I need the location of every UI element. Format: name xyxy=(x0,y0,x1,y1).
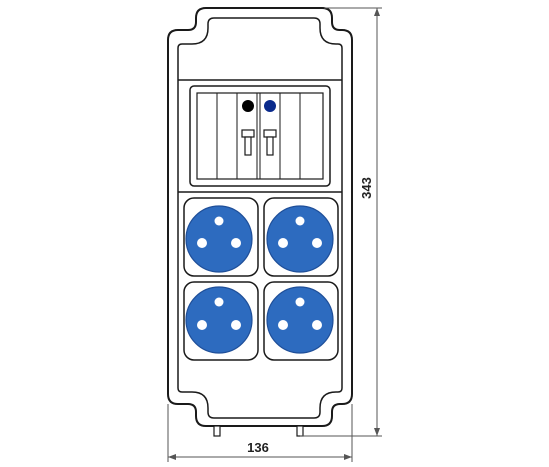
socket-pin xyxy=(295,297,305,307)
arrowhead xyxy=(374,428,380,436)
socket-bottom-right xyxy=(263,281,339,361)
circuit-breaker-1 xyxy=(241,129,255,156)
socket-face xyxy=(185,286,253,354)
inner-recess-outline xyxy=(177,17,343,419)
socket-hole xyxy=(312,238,322,248)
height-dimension: 343 xyxy=(300,7,382,437)
width-dimension: 136 xyxy=(167,404,353,462)
indicator-light-black xyxy=(242,100,254,112)
socket-hole xyxy=(231,238,241,248)
socket-hole xyxy=(278,238,288,248)
socket-hole xyxy=(231,320,241,330)
socket-hole xyxy=(197,320,207,330)
breaker-toggle-head xyxy=(263,129,277,138)
breaker-toggle-lever xyxy=(266,136,274,156)
socket-bottom-left xyxy=(183,281,259,361)
arrowhead xyxy=(344,454,352,460)
socket-pin xyxy=(214,216,224,226)
socket-face xyxy=(185,205,253,273)
breaker-toggle-head xyxy=(241,129,255,138)
socket-pin xyxy=(295,216,305,226)
circuit-breaker-2 xyxy=(263,129,277,156)
indicator-light-blue xyxy=(264,100,276,112)
socket-top-right xyxy=(263,197,339,277)
foot-right xyxy=(296,425,304,437)
socket-face xyxy=(266,205,334,273)
socket-hole xyxy=(278,320,288,330)
foot-left xyxy=(213,425,221,437)
arrowhead xyxy=(168,454,176,460)
arrowhead xyxy=(374,8,380,16)
socket-top-left xyxy=(183,197,259,277)
socket-hole xyxy=(312,320,322,330)
socket-pin xyxy=(214,297,224,307)
breaker-toggle-lever xyxy=(244,136,252,156)
socket-hole xyxy=(197,238,207,248)
socket-face xyxy=(266,286,334,354)
height-label: 343 xyxy=(359,177,374,199)
breaker-panel xyxy=(189,85,331,187)
width-label: 136 xyxy=(247,440,269,455)
